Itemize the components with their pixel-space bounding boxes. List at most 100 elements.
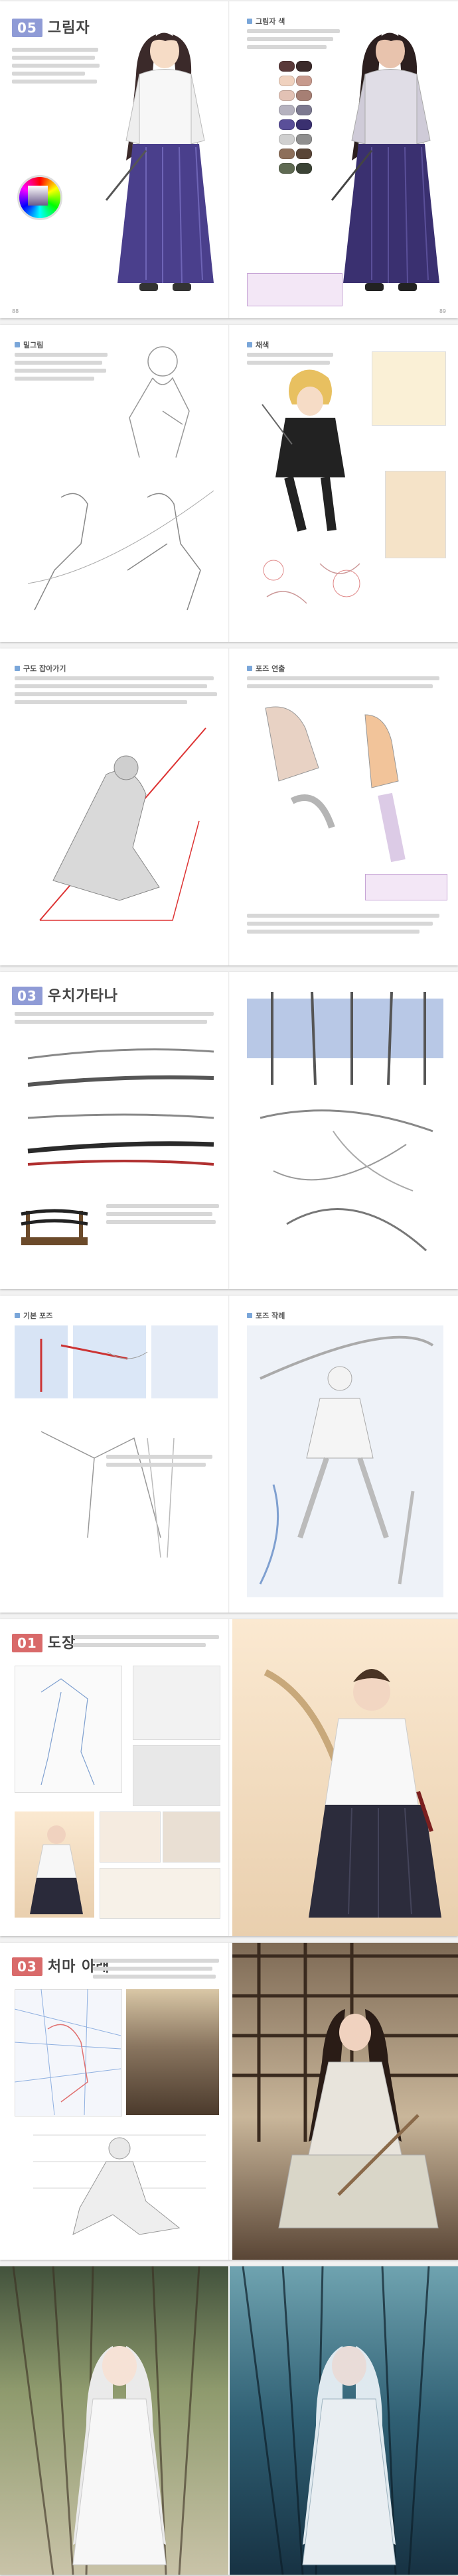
text-line	[12, 64, 100, 68]
pose-example-figures	[259, 1335, 434, 1585]
section-title: 03 우치가타나	[12, 984, 118, 1005]
text-line	[106, 1455, 212, 1459]
dojo-figure-small	[30, 1825, 83, 1914]
detail-panel	[100, 1868, 220, 1919]
pose-sketch-group	[40, 1339, 175, 1558]
section-title-text: 도장	[47, 1635, 76, 1652]
text-line	[15, 684, 207, 688]
character-illustration-right	[331, 32, 439, 291]
text-line	[247, 29, 340, 33]
gutter	[228, 1619, 230, 1936]
color-swatch	[296, 163, 312, 174]
page-number-right: 89	[439, 308, 446, 314]
spread-1: 05 그림자 88 그림자 색	[0, 1, 458, 318]
section-number: 03	[12, 1957, 42, 1976]
color-swatch	[279, 163, 295, 174]
subsection-heading: 구도 잡아가기	[15, 663, 66, 674]
text-line	[73, 1635, 219, 1639]
text-line	[247, 45, 327, 49]
section-title-text: 그림자	[47, 20, 90, 36]
section-title-text: 우치가타나	[47, 988, 119, 1005]
detail-inset	[372, 351, 446, 426]
subsection-heading: 밑그림	[15, 339, 43, 350]
gutter	[228, 1296, 230, 1613]
spear-forest-cool	[242, 2266, 430, 2575]
color-swatch	[296, 105, 312, 115]
text-line	[106, 1204, 219, 1208]
section-number: 01	[12, 1634, 42, 1652]
gutter	[228, 1, 230, 318]
color-swatch	[279, 119, 295, 130]
text-line	[15, 377, 94, 381]
color-swatch	[279, 76, 295, 86]
section-number: 05	[12, 19, 42, 37]
color-swatch	[296, 61, 312, 72]
subsection-heading: 채색	[247, 339, 269, 350]
katana-diagram	[27, 1048, 214, 1166]
color-swatch	[296, 134, 312, 145]
sketch-step-lines	[40, 1678, 95, 1786]
text-line	[12, 72, 85, 76]
composition-sketch	[39, 727, 206, 921]
detail-panel	[163, 1811, 220, 1863]
color-swatch	[279, 61, 295, 72]
text-line	[247, 930, 420, 934]
color-swatch	[296, 119, 312, 130]
spread-3: 구도 잡아가기 포즈 연출	[0, 648, 458, 965]
detail-panel	[100, 1811, 161, 1863]
text-line	[15, 361, 102, 365]
color-swatch	[279, 134, 295, 145]
spread-5: 기본 포즈 포즈 작례	[0, 1296, 458, 1613]
text-line	[73, 1643, 206, 1647]
subsection-heading: 그림자 색	[247, 16, 285, 27]
sketch-step-panel	[15, 1666, 122, 1793]
color-swatch	[279, 90, 295, 101]
pose-panel	[73, 1325, 146, 1398]
text-line	[106, 1212, 212, 1216]
text-line	[106, 1220, 216, 1224]
text-line	[247, 676, 439, 680]
subsection-heading: 포즈 작례	[247, 1310, 285, 1321]
spread-2: 밑그림 채색	[0, 325, 458, 642]
katana-blade-panel	[247, 999, 443, 1058]
text-line	[247, 914, 439, 918]
hand-sketches	[263, 560, 360, 604]
text-line	[93, 1975, 216, 1979]
text-line	[106, 1463, 206, 1467]
section-number: 03	[12, 987, 42, 1005]
color-picker-square	[28, 186, 48, 206]
color-study-panel	[126, 1989, 219, 2115]
spread-4: 03 우치가타나	[0, 972, 458, 1289]
detail-inset	[385, 471, 446, 558]
portrait-panel	[133, 1745, 220, 1806]
text-line	[15, 1012, 214, 1016]
text-line	[15, 676, 214, 680]
gutter	[228, 972, 230, 1289]
subsection-heading: 포즈 연출	[247, 663, 285, 674]
text-line	[15, 1020, 207, 1024]
spear-forest-warm	[12, 2266, 200, 2575]
text-line	[15, 692, 217, 696]
text-line	[247, 37, 333, 41]
color-swatch	[279, 149, 295, 159]
sketch-step-panel	[133, 1666, 220, 1740]
spread-8	[0, 2266, 458, 2575]
text-line	[93, 1967, 212, 1971]
color-swatch	[296, 90, 312, 101]
katana-stand	[21, 1209, 88, 1245]
gutter	[228, 648, 230, 965]
gutter	[228, 325, 230, 642]
section-title: 01 도장	[12, 1631, 76, 1652]
pose-sketches	[265, 706, 406, 863]
page-number-left: 88	[12, 308, 19, 314]
katana-swing-diagram	[260, 1109, 433, 1252]
katana-verticals	[271, 991, 426, 1085]
text-line	[12, 48, 98, 52]
text-line	[15, 369, 106, 373]
color-picker-panel	[17, 175, 62, 220]
seated-figure-sketch	[33, 2134, 206, 2235]
text-line	[15, 353, 108, 357]
color-swatch	[279, 105, 295, 115]
